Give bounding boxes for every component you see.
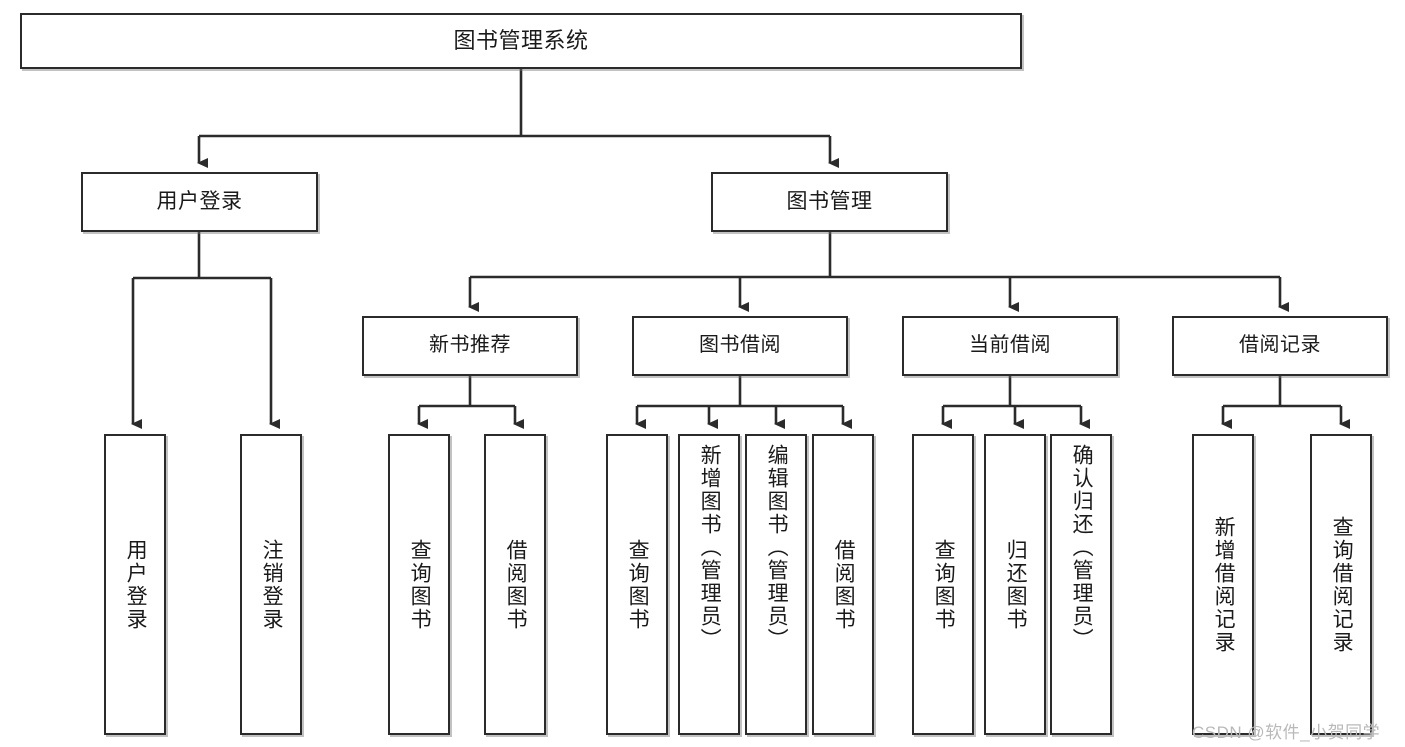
node-leaf-add-record-label: 新增借阅记录: [1212, 515, 1236, 654]
node-current-borrow[interactable]: 当前借阅: [902, 316, 1118, 376]
node-leaf-edit-book[interactable]: 编辑图书（管理员）: [745, 434, 807, 735]
node-leaf-add-record[interactable]: 新增借阅记录: [1192, 434, 1254, 735]
node-book-borrow[interactable]: 图书借阅: [632, 316, 848, 376]
node-leaf-borrow-query-book-label: 查询图书: [626, 538, 650, 631]
node-root[interactable]: 图书管理系统: [20, 13, 1022, 69]
node-leaf-return-book[interactable]: 归还图书: [984, 434, 1046, 735]
node-leaf-user-login[interactable]: 用户登录: [104, 434, 166, 735]
node-leaf-borrow-book-label: 借阅图书: [832, 538, 856, 631]
node-leaf-logout[interactable]: 注销登录: [240, 434, 302, 735]
node-new-book-rec[interactable]: 新书推荐: [362, 316, 578, 376]
node-root-label: 图书管理系统: [453, 28, 589, 54]
node-leaf-rec-query-book-label: 查询图书: [408, 538, 432, 631]
node-leaf-rec-borrow-book[interactable]: 借阅图书: [484, 434, 546, 735]
node-book-manage-label: 图书管理: [786, 189, 873, 213]
node-leaf-logout-label: 注销登录: [260, 538, 284, 631]
node-borrow-record[interactable]: 借阅记录: [1172, 316, 1388, 376]
node-leaf-user-login-label: 用户登录: [124, 538, 148, 631]
node-book-manage[interactable]: 图书管理: [711, 172, 948, 232]
node-current-borrow-label: 当前借阅: [969, 334, 1051, 357]
node-leaf-confirm-return-label: 确认归还（管理员）: [1070, 444, 1094, 651]
node-book-borrow-label: 图书借阅: [699, 334, 781, 357]
node-leaf-cur-query-book[interactable]: 查询图书: [912, 434, 974, 735]
node-leaf-query-record-label: 查询借阅记录: [1330, 515, 1354, 654]
node-leaf-rec-borrow-book-label: 借阅图书: [504, 538, 528, 631]
node-new-book-rec-label: 新书推荐: [429, 334, 511, 357]
node-leaf-query-record[interactable]: 查询借阅记录: [1310, 434, 1372, 735]
node-leaf-edit-book-label: 编辑图书（管理员）: [765, 444, 789, 651]
node-borrow-record-label: 借阅记录: [1239, 334, 1321, 357]
node-leaf-confirm-return[interactable]: 确认归还（管理员）: [1050, 434, 1112, 735]
node-leaf-borrow-query-book[interactable]: 查询图书: [606, 434, 668, 735]
node-leaf-rec-query-book[interactable]: 查询图书: [388, 434, 450, 735]
csdn-watermark: CSDN @软件_小贺同学: [1192, 723, 1381, 742]
node-leaf-cur-query-book-label: 查询图书: [932, 538, 956, 631]
node-leaf-add-book-label: 新增图书（管理员）: [698, 444, 722, 651]
node-leaf-borrow-book[interactable]: 借阅图书: [812, 434, 874, 735]
node-leaf-add-book[interactable]: 新增图书（管理员）: [678, 434, 740, 735]
node-user-login[interactable]: 用户登录: [81, 172, 318, 232]
node-leaf-return-book-label: 归还图书: [1004, 538, 1028, 631]
node-user-login-label: 用户登录: [156, 189, 243, 213]
